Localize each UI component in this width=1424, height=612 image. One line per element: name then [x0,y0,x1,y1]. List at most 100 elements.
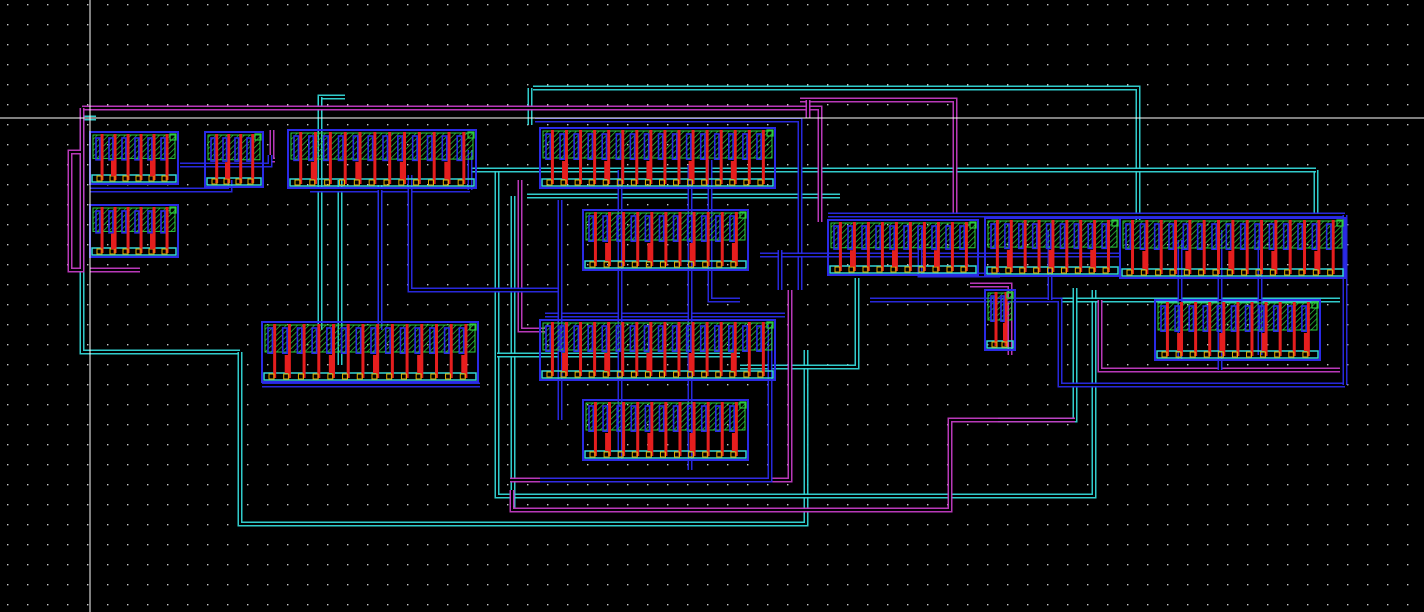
cell-group-b-strap [222,137,228,162]
cell-group-g-poly-finger [607,322,611,376]
cell-group-c-poly-finger [403,132,407,184]
cell-group-c-poly-stub [310,161,315,180]
cell-group-l-strap [1230,305,1237,333]
cell-group-i-outline [827,219,979,276]
cell-group-e[interactable] [539,127,776,189]
cell-group-j[interactable] [984,217,1121,277]
cell-group-k[interactable] [1119,217,1346,279]
cell-group-c-strap [411,135,418,162]
cell-group-f-poly-finger [720,212,724,266]
cell-group-h-contact [631,451,638,458]
cell-group-b[interactable] [204,131,264,188]
cell-group-j-pin [1111,219,1119,227]
cell-group-e-strap [601,133,608,161]
cell-group-k-contact [1169,269,1176,276]
cell-group-b-strap [246,137,252,162]
cell-group-d-poly-finger [376,324,380,378]
metal1-route-4-core [409,175,560,291]
cell-group-a1-strap [134,137,140,161]
cell-group-a2-contact [135,248,142,255]
cell-group-g-poly-finger [719,322,723,376]
cell-group-c-poly-finger [388,132,392,184]
cell-group-c-strap [308,135,315,162]
cell-group-extra-13[interactable] [984,289,1016,351]
cell-group-e-poly-finger [705,130,709,184]
cell-group-k-strap [1311,223,1318,251]
cell-group-h-poly-finger [622,402,626,456]
cell-group-i[interactable] [827,219,979,276]
metal3-route-8-core [970,284,1011,355]
cell-group-k-strap [1282,223,1289,251]
cell-group-i-strap [847,225,853,250]
cell-group-k-strap [1168,223,1175,251]
cell-group-f[interactable] [582,209,749,271]
cell-group-d-contact [400,373,407,380]
cell-group-c-poly-stub [444,161,449,180]
metal1-route-12-core [870,299,1345,386]
cell-group-g-strap [573,325,580,353]
cell-group-c-strap [352,135,359,162]
cell-group-f-poly-finger [706,212,710,266]
cell-group-f-strap [715,215,721,243]
cell-group-e-poly-stub [604,161,609,179]
cell-group-g-contact [715,371,722,378]
cell-group-b-strap [210,137,216,162]
cell-group-g-strap [615,325,622,353]
cell-group-g-poly-finger [621,322,625,376]
cell-group-e-contact [687,179,694,186]
cell-group-f-strap [630,215,637,243]
cell-group-g-poly-stub [688,353,693,371]
cell-group-e-strap [657,133,664,161]
cell-group-k-poly-stub [1271,251,1276,269]
cell-group-d-contact [445,373,452,380]
cell-group-i-strap [917,225,923,250]
cell-group-i-poly-finger [866,222,870,271]
cell-group-j-strap [1004,223,1010,250]
cell-group-h[interactable] [582,399,749,461]
cell-group-k-contact [1183,269,1190,276]
cell-group-c[interactable] [287,129,477,189]
cell-group-h-poly-finger [664,402,668,456]
cell-group-g-contact [729,371,736,378]
cell-group-h-poly-stub [689,433,694,451]
cell-group-d-poly-stub [417,355,422,373]
cell-group-k-poly-finger [1188,220,1192,274]
cell-group-a1-strap [147,137,153,161]
cell-group-g-poly-finger [550,322,554,376]
cell-group-c-contact [368,179,375,186]
cell-group-d-contact [356,373,363,380]
cell-group-d-strap [311,327,318,355]
cell-group-c-contact [383,179,390,186]
cell-group-d-poly-stub [284,355,289,373]
cell-group-k-poly-finger [1202,220,1206,274]
cell-group-b-poly-stub [225,162,229,179]
cell-group-g-strap [756,325,762,353]
cell-group-d[interactable] [261,321,479,383]
cell-group-l-poly-finger [1180,302,1184,356]
cell-group-b-poly-finger [251,134,255,183]
cell-group-g[interactable] [539,319,776,381]
cell-group-h-strap [602,405,609,433]
cell-group-l-poly-finger [1292,302,1296,356]
cell-group-j-poly-finger [1023,220,1027,272]
cell-group-j-poly-finger [1065,220,1069,272]
cell-group-extra-13-strap [990,295,995,323]
cell-group-c-poly-stub [355,161,360,180]
cell-group-l-strap [1272,305,1279,333]
cell-group-i-poly-stub [934,250,938,267]
cell-group-l[interactable] [1154,299,1321,361]
cell-group-j-strap [1101,223,1108,250]
cell-group-a1-pin [169,133,177,141]
cell-group-d-strap [399,327,406,355]
cell-group-f-outline [582,209,749,271]
cell-group-a1-poly-finger [126,134,130,180]
cell-group-e-contact [616,179,623,186]
cell-group-e-contact [644,179,651,186]
cell-group-e-poly-finger [635,130,639,184]
cell-group-extra-13-poly-finger [994,292,998,346]
metal2-route-2-core [239,350,807,525]
cell-group-k-strap [1239,223,1246,251]
cell-group-f-contact [631,261,638,268]
cell-group-i-contact [932,266,939,273]
